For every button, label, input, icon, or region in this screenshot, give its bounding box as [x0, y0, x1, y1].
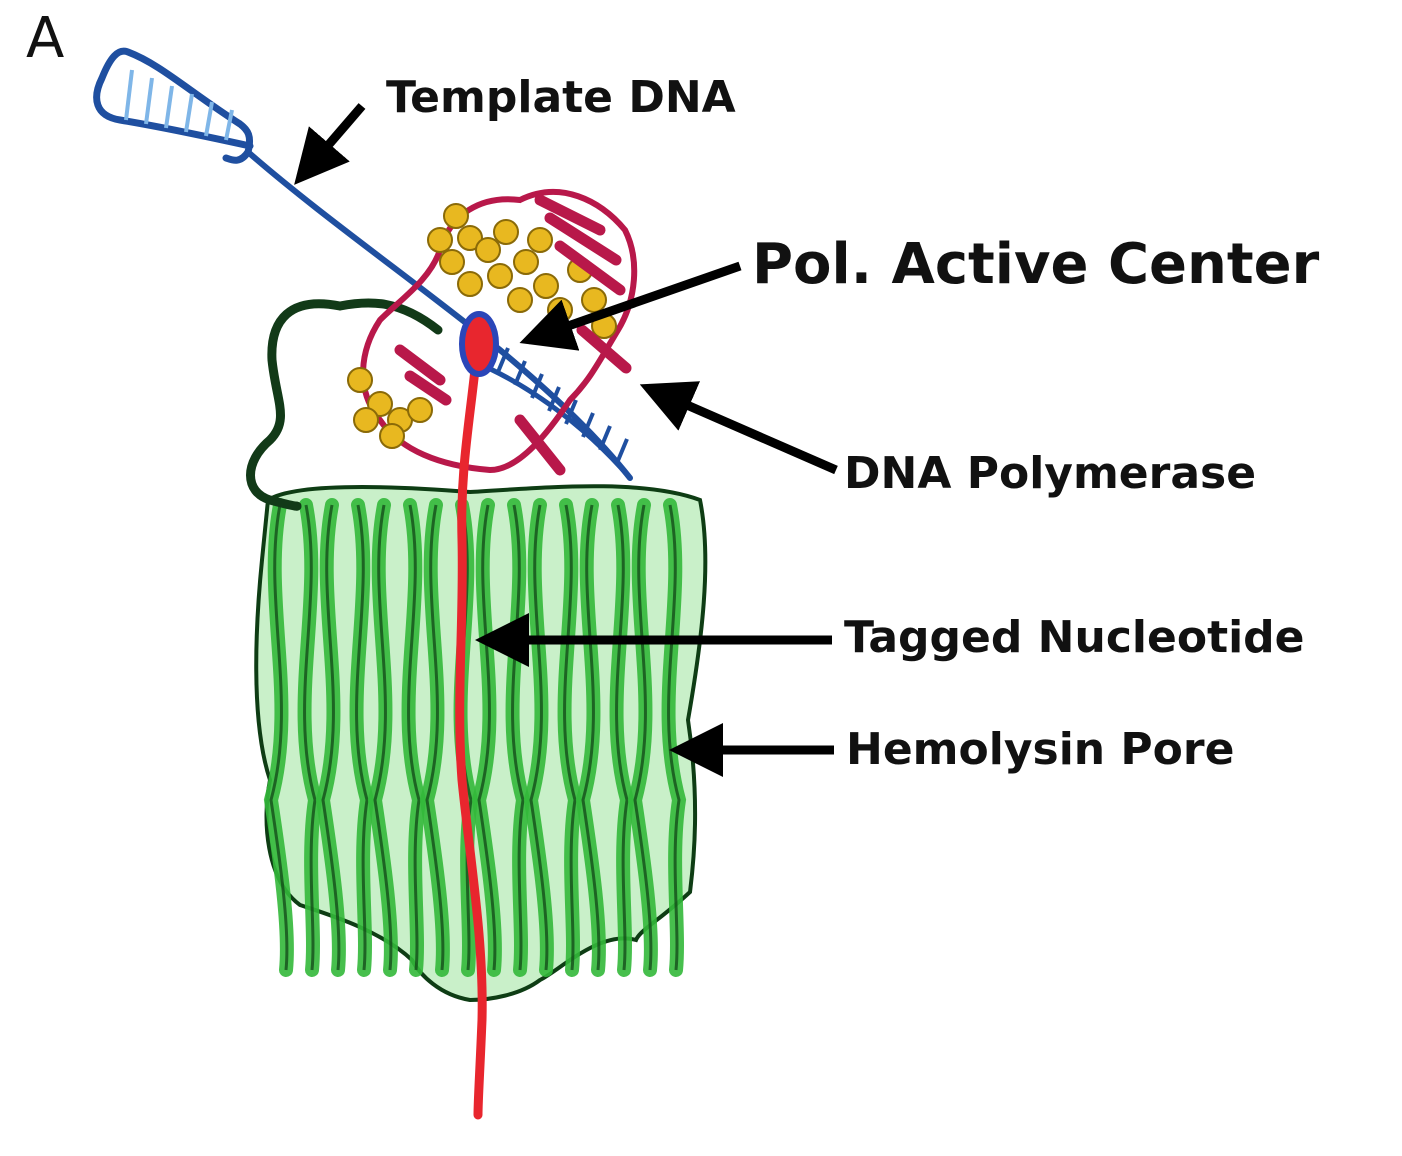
polymerase-helix-bead: [581, 287, 607, 313]
dna-base-pair: [204, 101, 214, 137]
pore-strand-edge: [321, 504, 341, 971]
linker-tether: [246, 298, 443, 511]
template-dna-label: Template DNA: [386, 72, 736, 123]
dna-base-pair: [124, 69, 134, 121]
polymerase-beta-sheet: [534, 194, 606, 236]
hemolysin-pore: [254, 484, 708, 1003]
polymerase-helix-bead: [527, 227, 553, 253]
dna-hairpin: [93, 47, 254, 164]
polymerase-beta-sheet: [554, 240, 626, 296]
polymerase-helix-bead: [487, 263, 513, 289]
tagged-nucleotide-label: Tagged Nucleotide: [844, 612, 1305, 663]
template-dna-arrow: [294, 103, 366, 185]
panel-letter: A: [26, 6, 65, 71]
pore-strand-edge: [269, 504, 289, 971]
pol-active-center-label: Pol. Active Center: [752, 232, 1320, 297]
dna-polymerase: [347, 189, 638, 476]
dna-duplex-base-pair: [615, 438, 629, 464]
polymerase-beta-sheet: [544, 212, 622, 266]
pore-strand-edge: [615, 504, 629, 971]
pore-strand-edge: [563, 504, 577, 971]
polymerase-helix-bead: [457, 271, 483, 297]
pore-strand-edge: [477, 504, 497, 971]
dna-duplex-base-pair: [581, 412, 595, 438]
dna-polymerase-label: DNA Polymerase: [844, 448, 1257, 499]
pore-strand-edge: [633, 504, 653, 971]
pore-strand-edge: [355, 504, 369, 971]
pore-strand-edge: [667, 504, 681, 971]
dna-duplex-base-pair: [513, 360, 527, 386]
polymerase-helix-bead: [513, 249, 539, 275]
dna-base-pair: [184, 93, 194, 133]
polymerase-helix-bead: [353, 407, 379, 433]
pore-strand-edge: [407, 504, 421, 971]
dna-duplex-base-pair: [564, 399, 578, 425]
tagged-nucleotide-tether: [455, 355, 487, 1120]
pore-strand-edge: [459, 504, 473, 971]
dna-base-pair: [144, 77, 154, 125]
polymerase-helix-bead: [533, 273, 559, 299]
polymerase-backbone: [360, 189, 638, 474]
pore-strand-edge: [529, 504, 549, 971]
pol-active-center-marker: [459, 311, 499, 377]
polymerase-helix-bead: [439, 249, 465, 275]
polymerase-beta-sheet: [404, 370, 452, 406]
polymerase-helix-bead: [475, 237, 501, 263]
polymerase-beta-sheet: [394, 344, 446, 386]
pore-strand-edge: [511, 504, 525, 971]
dna-hairpin-rungs: [124, 69, 234, 141]
pore-strand-edge: [373, 504, 393, 971]
polymerase-helix-bead: [507, 287, 533, 313]
pore-strands: [263, 498, 687, 977]
polymerase-helix-bead: [427, 227, 453, 253]
pore-strand-edge: [303, 504, 317, 971]
hemolysin-pore-label: Hemolysin Pore: [846, 724, 1235, 775]
dna-strand: [245, 149, 633, 481]
dna-duplex-base-pair: [496, 347, 510, 373]
pol-active-center-arrow: [519, 261, 742, 351]
polymerase-beta-sheet: [514, 414, 566, 476]
dna-base-pair: [224, 109, 234, 141]
dna-duplex-base-pair: [598, 425, 612, 451]
dna-duplex-base-pair: [530, 373, 544, 399]
polymerase-helix-bead: [443, 203, 469, 229]
pore-strand-edge: [425, 504, 445, 971]
polymerase-helix-bead: [379, 423, 405, 449]
dna-duplex-rungs: [496, 347, 629, 464]
polymerase-sheets: [394, 194, 632, 476]
polymerase-helix-bead: [547, 297, 573, 323]
polymerase-helix-bead: [457, 225, 483, 251]
polymerase-helix-bead: [493, 219, 519, 245]
polymerase-helix-bead: [407, 397, 433, 423]
polymerase-helix-bead: [347, 367, 373, 393]
pore-strand-edge: [581, 504, 601, 971]
dna-base-pair: [164, 85, 174, 129]
dna-polymerase-arrow: [639, 381, 838, 475]
dna-duplex-base-pair: [547, 386, 561, 412]
polymerase-beta-sheet: [576, 324, 632, 374]
polymerase-helices: [347, 203, 617, 449]
